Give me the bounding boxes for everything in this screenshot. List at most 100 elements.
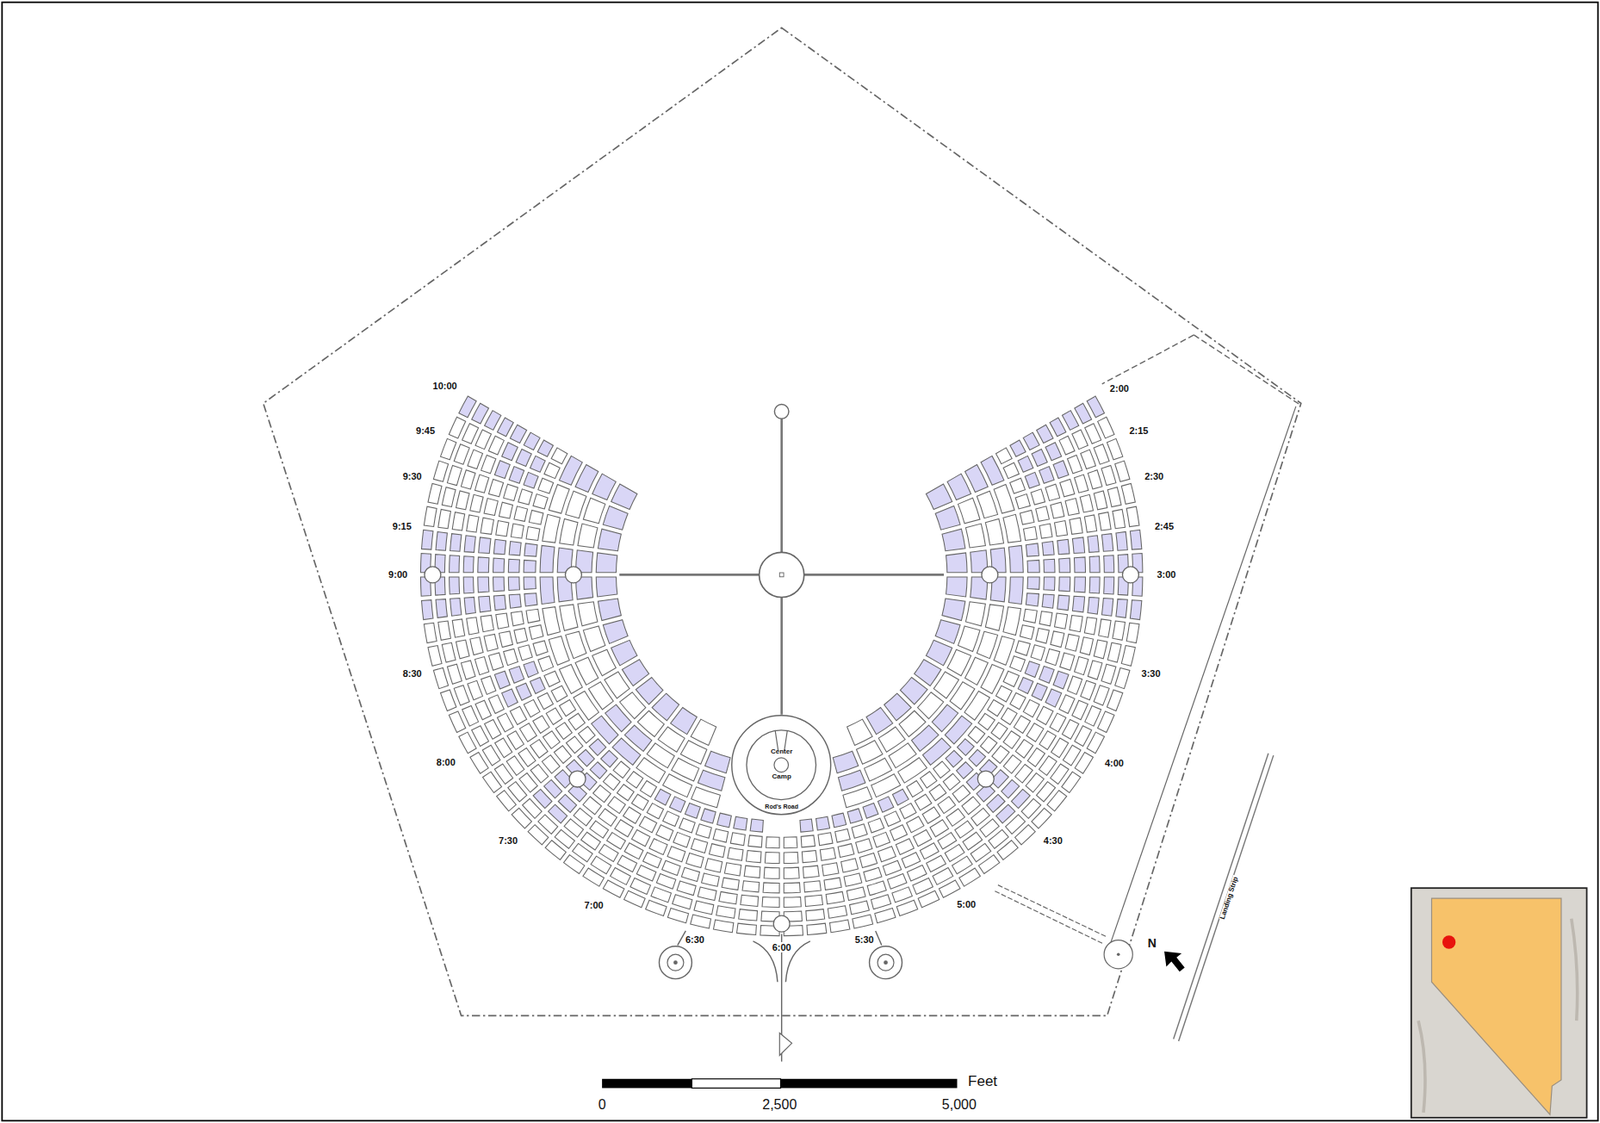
man-circle [759, 551, 805, 597]
camp-block [835, 828, 851, 843]
camp-block [1059, 435, 1075, 455]
camp-block [577, 749, 596, 767]
camp-block [748, 835, 763, 848]
camp-block [944, 843, 965, 862]
camp-block [467, 449, 484, 469]
camp-block [1024, 661, 1040, 678]
camp-block [577, 601, 598, 627]
camp-block [724, 862, 741, 876]
camp-block [1023, 699, 1040, 717]
clock-label: 3:00 [1155, 569, 1177, 580]
camp-block [1053, 460, 1069, 479]
camp-block [1036, 706, 1054, 725]
camp-block [449, 576, 460, 595]
camp-block [471, 725, 490, 747]
camp-block [631, 829, 650, 846]
camp-block [460, 470, 476, 490]
camp-block [559, 604, 578, 631]
camp-block [1039, 731, 1056, 751]
camp-block [1074, 725, 1092, 747]
camp-block [578, 725, 596, 743]
camp-block [684, 802, 701, 819]
plaza [424, 566, 441, 583]
camp-block [475, 429, 491, 450]
walk-in-camp [869, 946, 903, 980]
camp-block [920, 771, 937, 788]
camp-block [1049, 713, 1067, 732]
camp-block [502, 442, 519, 461]
camp-block [471, 403, 490, 424]
camp-block [919, 843, 939, 860]
camp-block [480, 517, 494, 534]
camp-block [843, 787, 873, 808]
camp-block [800, 818, 813, 832]
camp-block [495, 737, 513, 758]
camp-block [508, 541, 521, 556]
camp-block [1035, 627, 1050, 644]
camp-block [783, 851, 799, 863]
camp-block [1039, 611, 1053, 627]
camp-block [515, 449, 532, 467]
camp-block [1087, 470, 1103, 490]
camp-block [708, 843, 726, 858]
camp-block [1129, 600, 1142, 621]
camp-block [496, 790, 517, 812]
camp-block [464, 535, 476, 553]
camp-block [1039, 666, 1055, 684]
camp-block [673, 831, 691, 848]
camp-block [878, 846, 897, 863]
camp-block [477, 576, 490, 593]
camp-block [942, 528, 966, 552]
camp-block [895, 838, 914, 856]
camp-block [493, 558, 505, 573]
camp-block [460, 660, 476, 680]
plaza [773, 915, 790, 932]
camp-block [538, 656, 554, 672]
camp-block [582, 626, 605, 652]
camp-block [508, 576, 520, 591]
camp-block [733, 816, 748, 831]
camp-block [478, 595, 491, 613]
camp-block [1106, 438, 1123, 459]
camp-block [509, 706, 527, 725]
camp-block [611, 483, 638, 509]
camp-block [564, 855, 585, 875]
camp-block [959, 868, 981, 887]
camp-block [441, 642, 456, 663]
entrance-gate [779, 1032, 792, 1055]
camp-block [816, 816, 831, 831]
camp-block [1098, 512, 1111, 531]
camp-block [435, 531, 447, 551]
camp-block [929, 784, 947, 801]
camp-block [1073, 576, 1086, 593]
camp-block [686, 852, 704, 868]
camp-block [595, 552, 618, 573]
camp-block [565, 631, 587, 659]
camp-block [727, 847, 744, 861]
camp-block [1050, 502, 1065, 519]
clock-label: 2:00 [1109, 383, 1130, 394]
camp-block [663, 811, 680, 827]
camp-block [662, 860, 681, 875]
camp-block [591, 715, 619, 745]
camp-block [1069, 517, 1083, 534]
camp-block [1101, 663, 1117, 684]
camp-block [862, 802, 879, 819]
camp-block [446, 663, 462, 684]
camp-block [1045, 442, 1062, 461]
camp-block [1115, 667, 1130, 689]
camp-block [519, 723, 537, 742]
camp-block [1015, 824, 1036, 845]
camp-block [621, 659, 649, 687]
camp-block [945, 750, 963, 768]
camp-block [892, 788, 909, 806]
walk-in-camp [673, 960, 678, 965]
camp-block [1126, 622, 1140, 643]
camp-block [697, 769, 726, 791]
camp-block [474, 474, 489, 493]
camp-block [946, 808, 966, 826]
camp-block [1085, 706, 1102, 727]
camp-block [541, 755, 560, 774]
nevada-shape [1431, 898, 1561, 1115]
plaza [569, 770, 586, 788]
